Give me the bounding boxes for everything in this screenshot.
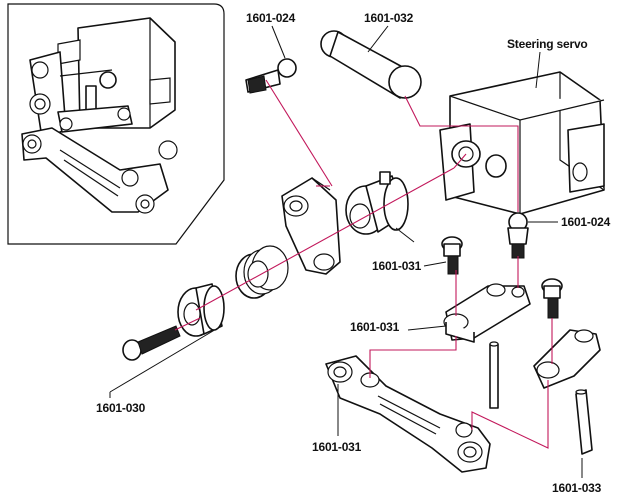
servo-saver-hub [345, 171, 415, 243]
label-1601-033: 1601-033 [552, 481, 602, 495]
bellcrank-right [533, 329, 601, 389]
spring [235, 245, 289, 299]
assembly-guides [174, 79, 553, 449]
part-labels: 1601-024 1601-032 Steering servo 1601-02… [96, 11, 611, 495]
screw-upper [423, 236, 463, 275]
screw-right [541, 278, 563, 319]
drag-link [325, 355, 491, 473]
label-1601-030: 1601-030 [96, 401, 146, 415]
bellcrank-upper [407, 283, 531, 343]
pin-middle [489, 341, 499, 409]
link-rod [320, 25, 422, 99]
steering-servo [439, 51, 605, 215]
ball-stud-top [245, 25, 297, 94]
label-1601-024-top: 1601-024 [246, 11, 296, 25]
ball-stud-right [507, 212, 558, 259]
label-1601-031-upper: 1601-031 [372, 259, 422, 273]
label-1601-031-mid: 1601-031 [350, 320, 400, 334]
label-1601-032: 1601-032 [364, 11, 414, 25]
screw-long [109, 325, 219, 398]
label-1601-024-right: 1601-024 [561, 215, 611, 229]
assembled-inset [7, 3, 225, 245]
pin-right [575, 389, 593, 478]
label-steering-servo: Steering servo [507, 37, 588, 51]
servo-saver-arm [281, 177, 341, 275]
label-1601-031-bottom: 1601-031 [312, 440, 362, 454]
